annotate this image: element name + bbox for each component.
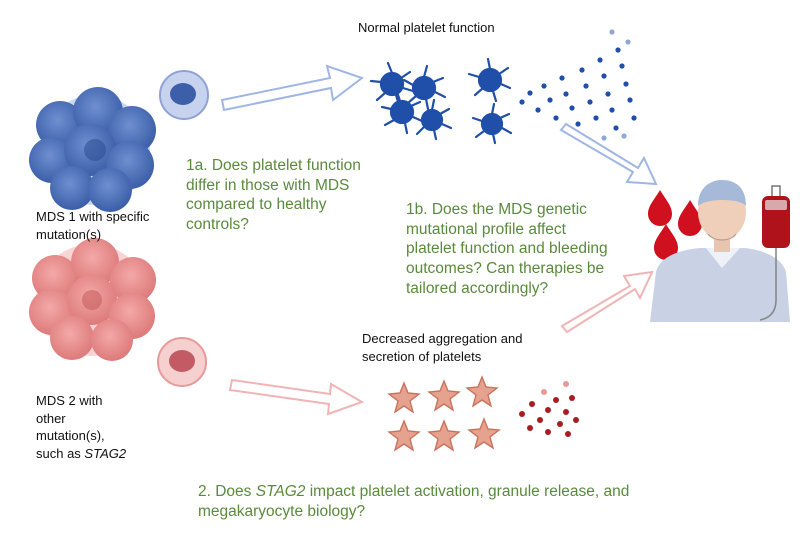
mds2-single-cell-icon — [157, 337, 207, 387]
normal-platelet-function-heading: Normal platelet function — [358, 20, 495, 35]
mds2-label-prefix: such as — [36, 445, 85, 461]
decreased-aggregation-label: Decreased aggregation and secretion of p… — [362, 330, 522, 365]
granule-dot-icon — [519, 381, 579, 437]
question-2-line: megakaryocyte biology? — [198, 502, 366, 520]
mds1-label-line: mutation(s) — [36, 226, 102, 242]
decreased-label-line: secretion of platelets — [362, 348, 482, 364]
abnormal-platelet-icon — [387, 375, 501, 452]
question-1b-line: mutational profile affect — [406, 220, 566, 238]
question-1a: 1a. Does platelet function differ in tho… — [186, 156, 361, 235]
mds2-label-line: such as STAG2 — [36, 445, 126, 463]
mds2-label-line: other — [36, 410, 66, 426]
arrow-icon — [560, 270, 654, 334]
mds2-gene-name: STAG2 — [84, 445, 127, 461]
mds2-cell-cluster-icon — [29, 238, 156, 361]
mds2-label: MDS 2 with other mutation(s), such as ST… — [36, 392, 126, 462]
arrow-icon — [559, 122, 658, 186]
granule-dot-icon — [519, 29, 637, 141]
mds2-label-line: mutation(s), — [36, 428, 105, 444]
normal-platelet-icon — [369, 57, 513, 145]
question-1a-line: differ in those with MDS — [186, 176, 350, 194]
question-1b-line: platelet function and bleeding — [406, 240, 608, 258]
question-1b-line: outcomes? Can therapies be — [406, 260, 605, 278]
mds1-label: MDS 1 with specific mutation(s) — [36, 208, 149, 243]
question-1b-line: 1b. Does the MDS genetic — [406, 201, 587, 218]
mds1-cell-cluster-icon — [29, 87, 156, 212]
question-2-gene-name: STAG2 — [255, 483, 306, 500]
question-1b-line: tailored accordingly? — [406, 279, 549, 297]
question-2-line: 2. Does STAG2 impact platelet activation… — [198, 482, 629, 502]
iv-bag-icon — [759, 185, 790, 321]
decreased-label-line: Decreased aggregation and — [362, 331, 523, 346]
question-2-rest: impact platelet activation, granule rele… — [305, 483, 630, 500]
blood-drop-icon — [648, 190, 702, 260]
question-1a-line: compared to healthy — [186, 196, 327, 214]
arrow-icon — [220, 64, 365, 112]
mds2-label-line: MDS 2 with — [36, 393, 103, 408]
question-2: 2. Does STAG2 impact platelet activation… — [198, 482, 629, 521]
question-2-prefix: 2. Does — [198, 483, 256, 500]
mds1-label-line: MDS 1 with specific — [36, 209, 150, 224]
question-1a-line: 1a. Does platelet function — [186, 157, 361, 174]
patient-icon — [650, 180, 790, 322]
arrow-icon — [228, 378, 365, 416]
question-1b: 1b. Does the MDS genetic mutational prof… — [406, 200, 608, 298]
mds1-single-cell-icon — [159, 70, 209, 120]
question-1a-line: controls? — [186, 216, 249, 234]
